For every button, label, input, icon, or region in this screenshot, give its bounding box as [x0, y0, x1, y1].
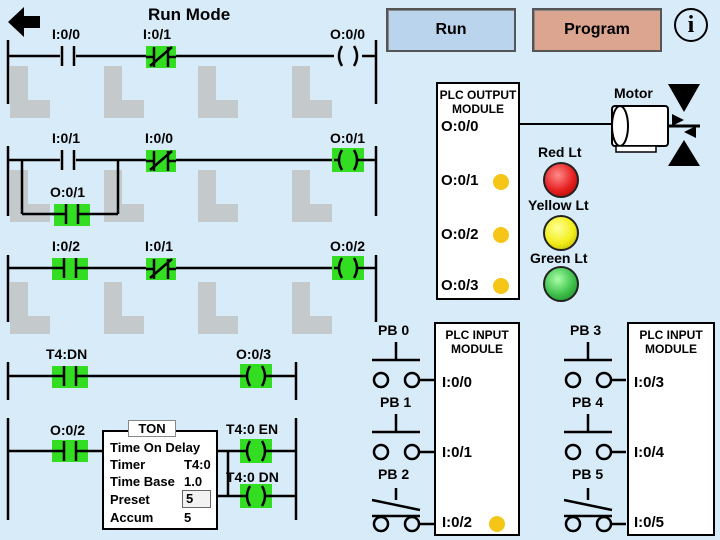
r3-contact2-label: I:0/1	[145, 238, 174, 254]
r5-dn-label: T4:0 DN	[226, 469, 279, 485]
ton-desc: Time On Delay	[110, 440, 201, 455]
r2-coil-label: O:0/1	[330, 130, 366, 146]
ton-accum-label: Accum	[110, 510, 154, 525]
program-button[interactable]: Program	[532, 8, 662, 52]
r3-coil-label: O:0/2	[330, 238, 366, 254]
ton-title: TON	[128, 420, 176, 437]
input-module2-title1: PLC INPUT	[639, 328, 703, 342]
pb0-pushbutton-icon[interactable]	[368, 340, 434, 396]
input-i5-label: I:0/5	[634, 514, 665, 531]
green-light-label: Green Lt	[530, 250, 588, 266]
ton-base-label: Time Base	[110, 474, 175, 489]
ton-timer-label: Timer	[110, 457, 146, 472]
pb0-label: PB 0	[378, 322, 410, 338]
r4-contact1-label: T4:DN	[46, 346, 88, 362]
r2-branch-label: O:0/1	[50, 184, 86, 200]
ton-timer-value: T4:0	[184, 457, 211, 472]
plc-input-module-1: PLC INPUT MODULE	[434, 322, 520, 536]
input-i2-label: I:0/2	[442, 514, 473, 531]
pb3-pushbutton-icon[interactable]	[560, 340, 626, 396]
pb4-label: PB 4	[572, 394, 604, 410]
pb1-label: PB 1	[380, 394, 412, 410]
ton-preset-input[interactable]: 5	[182, 490, 211, 508]
input-i1-label: I:0/1	[442, 444, 473, 461]
plc-output-module: PLC OUTPUT MODULE	[436, 82, 520, 300]
r3-contact1-label: I:0/2	[52, 238, 81, 254]
motor-icon	[520, 84, 700, 166]
output-o1-indicator	[493, 174, 509, 190]
pb2-label: PB 2	[378, 466, 410, 482]
input-module1-title1: PLC INPUT	[445, 328, 509, 342]
r1-contact1-label: I:0/0	[52, 26, 81, 42]
red-light	[543, 162, 579, 198]
red-light-label: Red Lt	[538, 144, 582, 160]
input-module2-title2: MODULE	[645, 342, 697, 356]
ton-base-value: 1.0	[184, 474, 203, 489]
ton-timer-block: TON Time On Delay Timer T4:0 Time Base 1…	[102, 420, 218, 530]
run-button[interactable]: Run	[386, 8, 516, 52]
output-o2-label: O:0/2	[441, 226, 479, 243]
output-o1-label: O:0/1	[441, 172, 479, 189]
pb2-pushbutton-icon[interactable]	[368, 484, 434, 540]
ton-accum-value: 5	[184, 510, 192, 525]
r1-contact2-label: I:0/1	[143, 26, 172, 42]
yellow-light-label: Yellow Lt	[528, 197, 589, 213]
r1-coil-label: O:0/0	[330, 26, 366, 42]
input-i2-indicator	[489, 516, 505, 532]
green-light	[543, 266, 579, 302]
output-o2-indicator	[493, 227, 509, 243]
page-title: Run Mode	[148, 5, 231, 24]
pb1-pushbutton-icon[interactable]	[368, 412, 434, 468]
back-arrow-icon[interactable]	[6, 4, 42, 40]
input-i0-label: I:0/0	[442, 374, 473, 391]
ladder-diagram	[6, 40, 378, 520]
r2-contact2-label: I:0/0	[145, 130, 174, 146]
input-i3-label: I:0/3	[634, 374, 665, 391]
yellow-light	[543, 215, 579, 251]
r5-en-label: T4:0 EN	[226, 421, 279, 437]
output-module-title1: PLC OUTPUT	[439, 88, 517, 102]
output-o3-indicator	[493, 278, 509, 294]
info-icon[interactable]: i	[674, 8, 708, 42]
r2-contact1-label: I:0/1	[52, 130, 81, 146]
plc-input-module-2: PLC INPUT MODULE	[627, 322, 715, 536]
r4-coil-label: O:0/3	[236, 346, 272, 362]
pb3-label: PB 3	[570, 322, 602, 338]
input-i4-label: I:0/4	[634, 444, 665, 461]
pb4-pushbutton-icon[interactable]	[560, 412, 626, 468]
output-o3-label: O:0/3	[441, 277, 479, 294]
motor-label: Motor	[614, 85, 653, 101]
pb5-label: PB 5	[572, 466, 604, 482]
output-module-title2: MODULE	[452, 102, 504, 116]
ton-preset-label: Preset	[110, 492, 150, 507]
r5-contact1-label: O:0/2	[50, 422, 86, 438]
pb5-pushbutton-icon[interactable]	[560, 484, 626, 540]
output-o0-label: O:0/0	[441, 118, 479, 135]
input-module1-title2: MODULE	[451, 342, 503, 356]
